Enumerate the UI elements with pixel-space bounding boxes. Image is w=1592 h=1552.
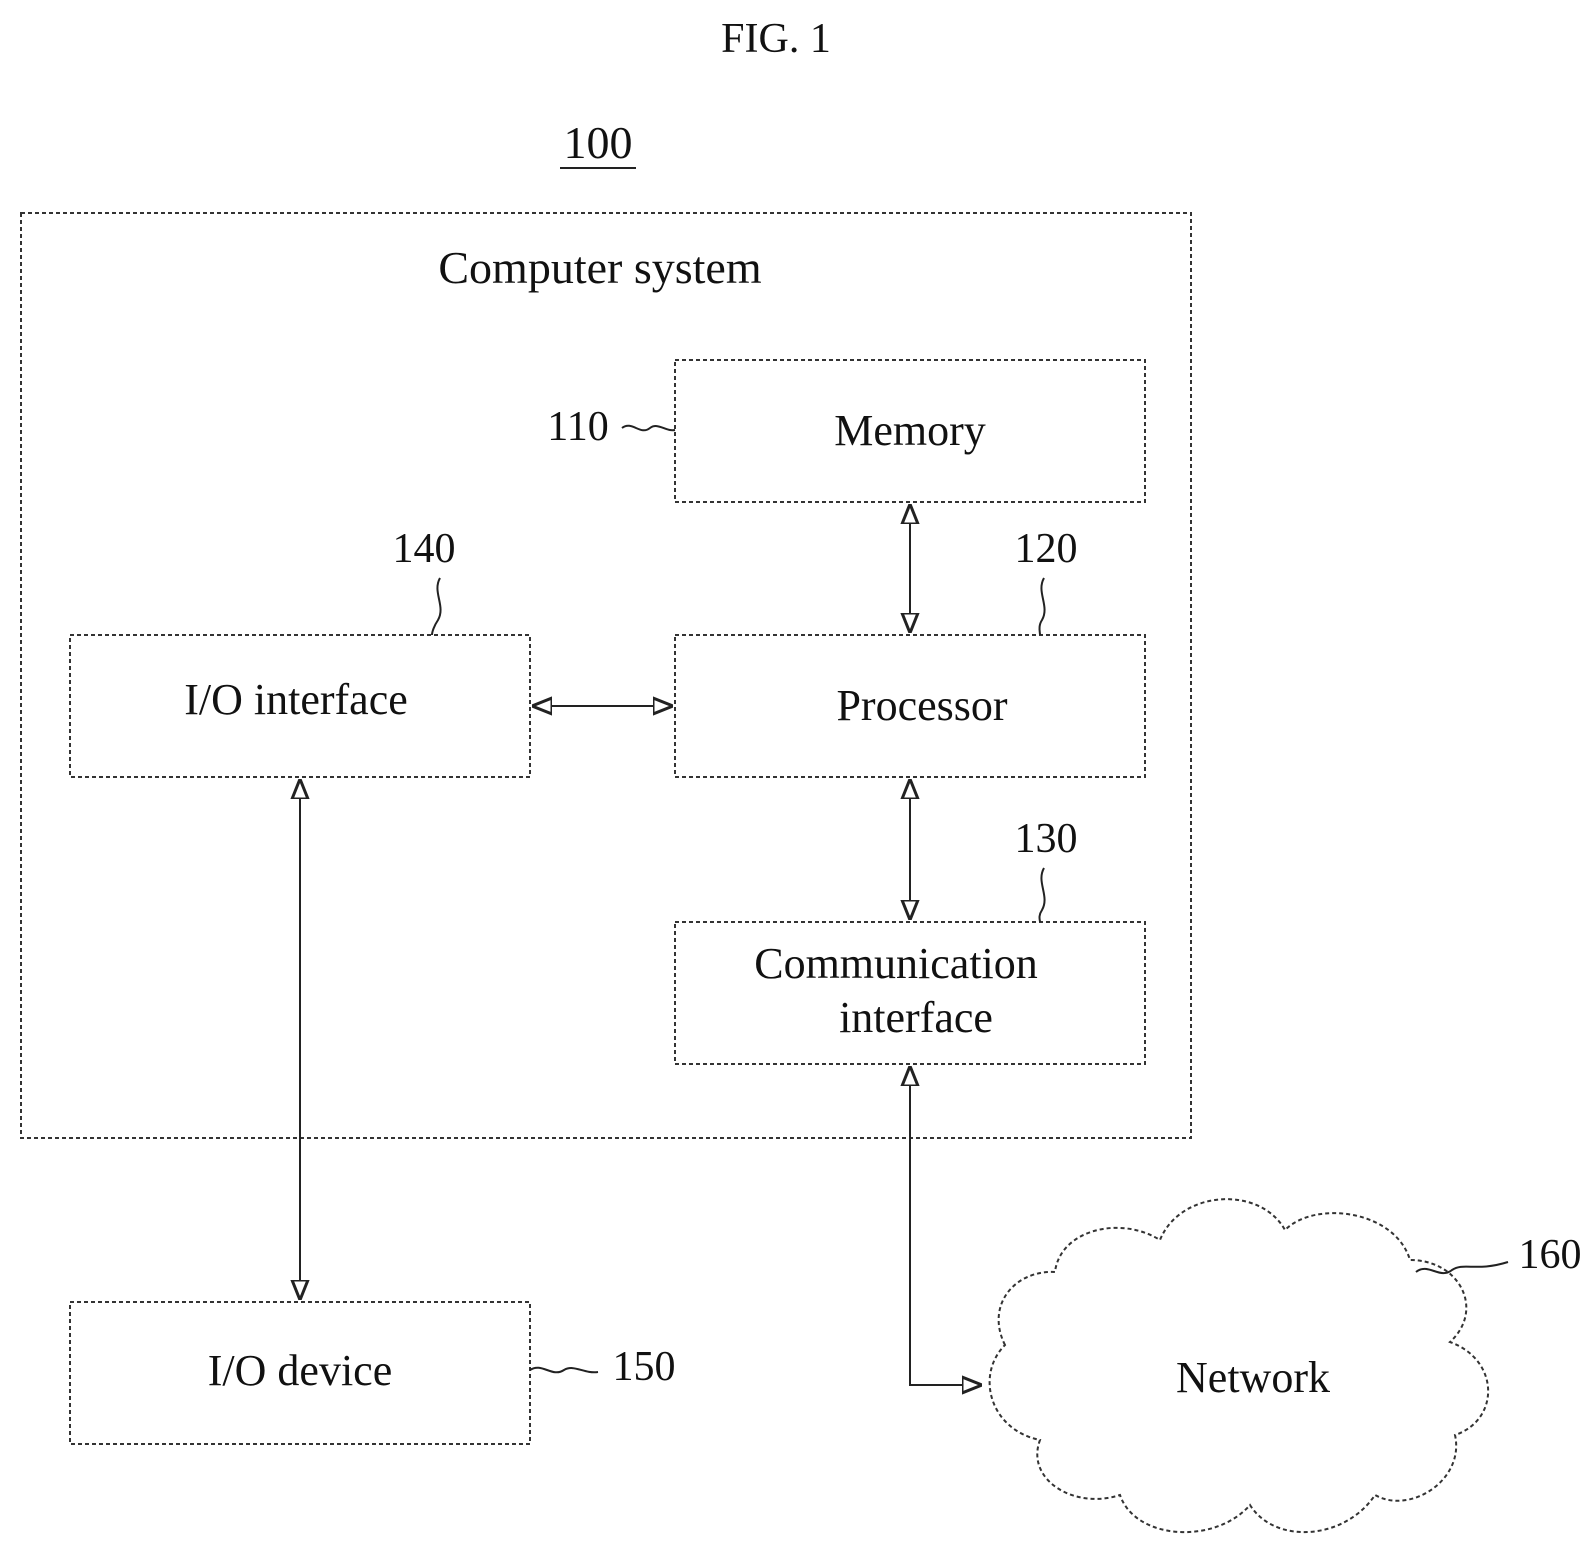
io-device-label: I/O device [208, 1346, 392, 1395]
communication-interface-label-line1: Communication [754, 939, 1038, 988]
communication-interface-label-line2: interface [839, 993, 993, 1042]
memory-leader-line [622, 426, 675, 431]
network-label: Network [1176, 1353, 1330, 1402]
io-interface-ref-number: 140 [393, 526, 456, 572]
io-interface-leader-line [432, 578, 441, 635]
communication-network-connector [910, 1068, 980, 1385]
network-ref-number: 160 [1519, 1232, 1582, 1278]
memory-label: Memory [834, 406, 986, 455]
system-ref-number: 100 [564, 117, 633, 168]
processor-label: Processor [836, 681, 1007, 730]
processor-ref-number: 120 [1015, 526, 1078, 572]
computer-system-label: Computer system [438, 242, 761, 293]
io-device-ref-number: 150 [613, 1344, 676, 1390]
io-device-leader-line [530, 1368, 598, 1373]
communication-interface-ref-number: 130 [1015, 816, 1078, 862]
communication-interface-leader-line [1040, 868, 1045, 922]
memory-ref-number: 110 [547, 404, 608, 450]
figure-title: FIG. 1 [721, 16, 831, 62]
io-interface-label: I/O interface [184, 675, 408, 724]
processor-leader-line [1040, 578, 1045, 635]
